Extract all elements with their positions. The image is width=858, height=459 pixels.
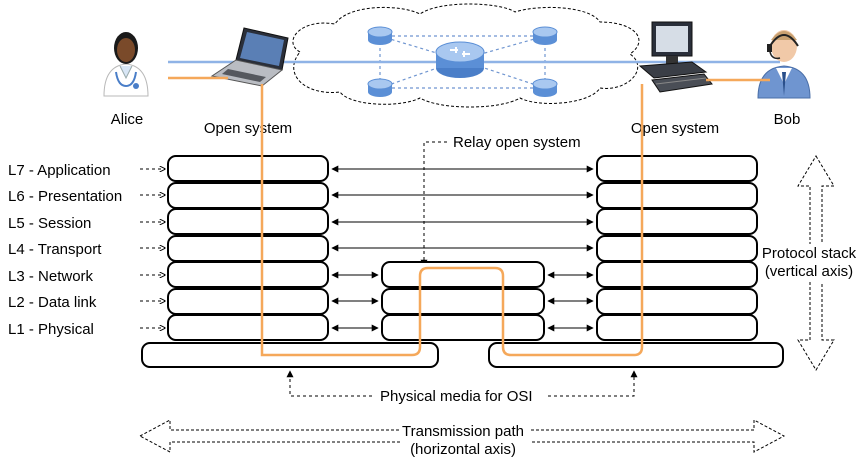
relay-protocol-stack (381, 261, 545, 341)
transmission-path-label-bg (400, 420, 530, 458)
desktop-computer-icon (638, 21, 713, 93)
open-system-right-label: Open system (631, 120, 719, 137)
relay-layer-l3 (381, 261, 545, 288)
transmission-path-label-line1: Transmission path (402, 423, 524, 440)
transmission-path-label-line2: (horizontal axis) (410, 441, 516, 458)
doctor-icon (103, 32, 149, 97)
left-protocol-stack (167, 155, 329, 341)
open-system-left-label: Open system (204, 120, 292, 137)
bob-label: Bob (774, 111, 801, 128)
layer-label-l5: L5 - Session (8, 215, 91, 232)
right-layer-l7 (596, 155, 758, 182)
data-path (260, 84, 644, 357)
physical-media-pointers (286, 370, 638, 397)
physical-media (141, 342, 784, 368)
router-icon (367, 26, 393, 45)
protocol-stack-label-bg (758, 244, 858, 282)
peer-arrows-upper (331, 165, 594, 252)
router-icon (532, 78, 558, 97)
right-layer-l4 (596, 235, 758, 262)
layer-label-l7: L7 - Application (8, 162, 111, 179)
relay-pointer (420, 141, 447, 267)
right-protocol-stack (596, 155, 758, 341)
right-layer-l5 (596, 208, 758, 235)
layer-label-l4: L4 - Transport (8, 241, 102, 258)
left-layer-l4 (167, 235, 329, 262)
layer-label-l3: L3 - Network (8, 268, 94, 285)
headset-user-icon (757, 30, 811, 99)
layer-label-l2: L2 - Data link (8, 294, 97, 311)
left-layer-l5 (167, 208, 329, 235)
right-layer-l3 (596, 261, 758, 288)
right-layer-l2 (596, 288, 758, 315)
left-layer-l3 (167, 261, 329, 288)
laptop-icon (210, 27, 289, 87)
layer-labels: L7 - Application L6 - Presentation L5 - … (8, 162, 122, 338)
layer-label-l1: L1 - Physical (8, 321, 94, 338)
router-icon (435, 41, 485, 78)
relay-layer-l2 (381, 288, 545, 315)
peer-arrows-lower (331, 271, 594, 332)
left-layer-l6 (167, 182, 329, 209)
alice-label: Alice (111, 111, 144, 128)
right-layer-l1 (596, 314, 758, 341)
protocol-stack-label-line2: (vertical axis) (765, 263, 853, 280)
layer-label-l6: L6 - Presentation (8, 188, 122, 205)
left-layer-l1 (167, 314, 329, 341)
router-icon (367, 78, 393, 97)
protocol-stack-label-line1: Protocol stack (762, 245, 857, 262)
left-layer-l7 (167, 155, 329, 182)
relay-label: Relay open system (453, 134, 581, 151)
layer-pointers (140, 169, 165, 328)
relay-layer-l1 (381, 314, 545, 341)
physical-media-label: Physical media for OSI (380, 388, 533, 405)
right-layer-l6 (596, 182, 758, 209)
left-layer-l2 (167, 288, 329, 315)
router-icon (532, 26, 558, 45)
